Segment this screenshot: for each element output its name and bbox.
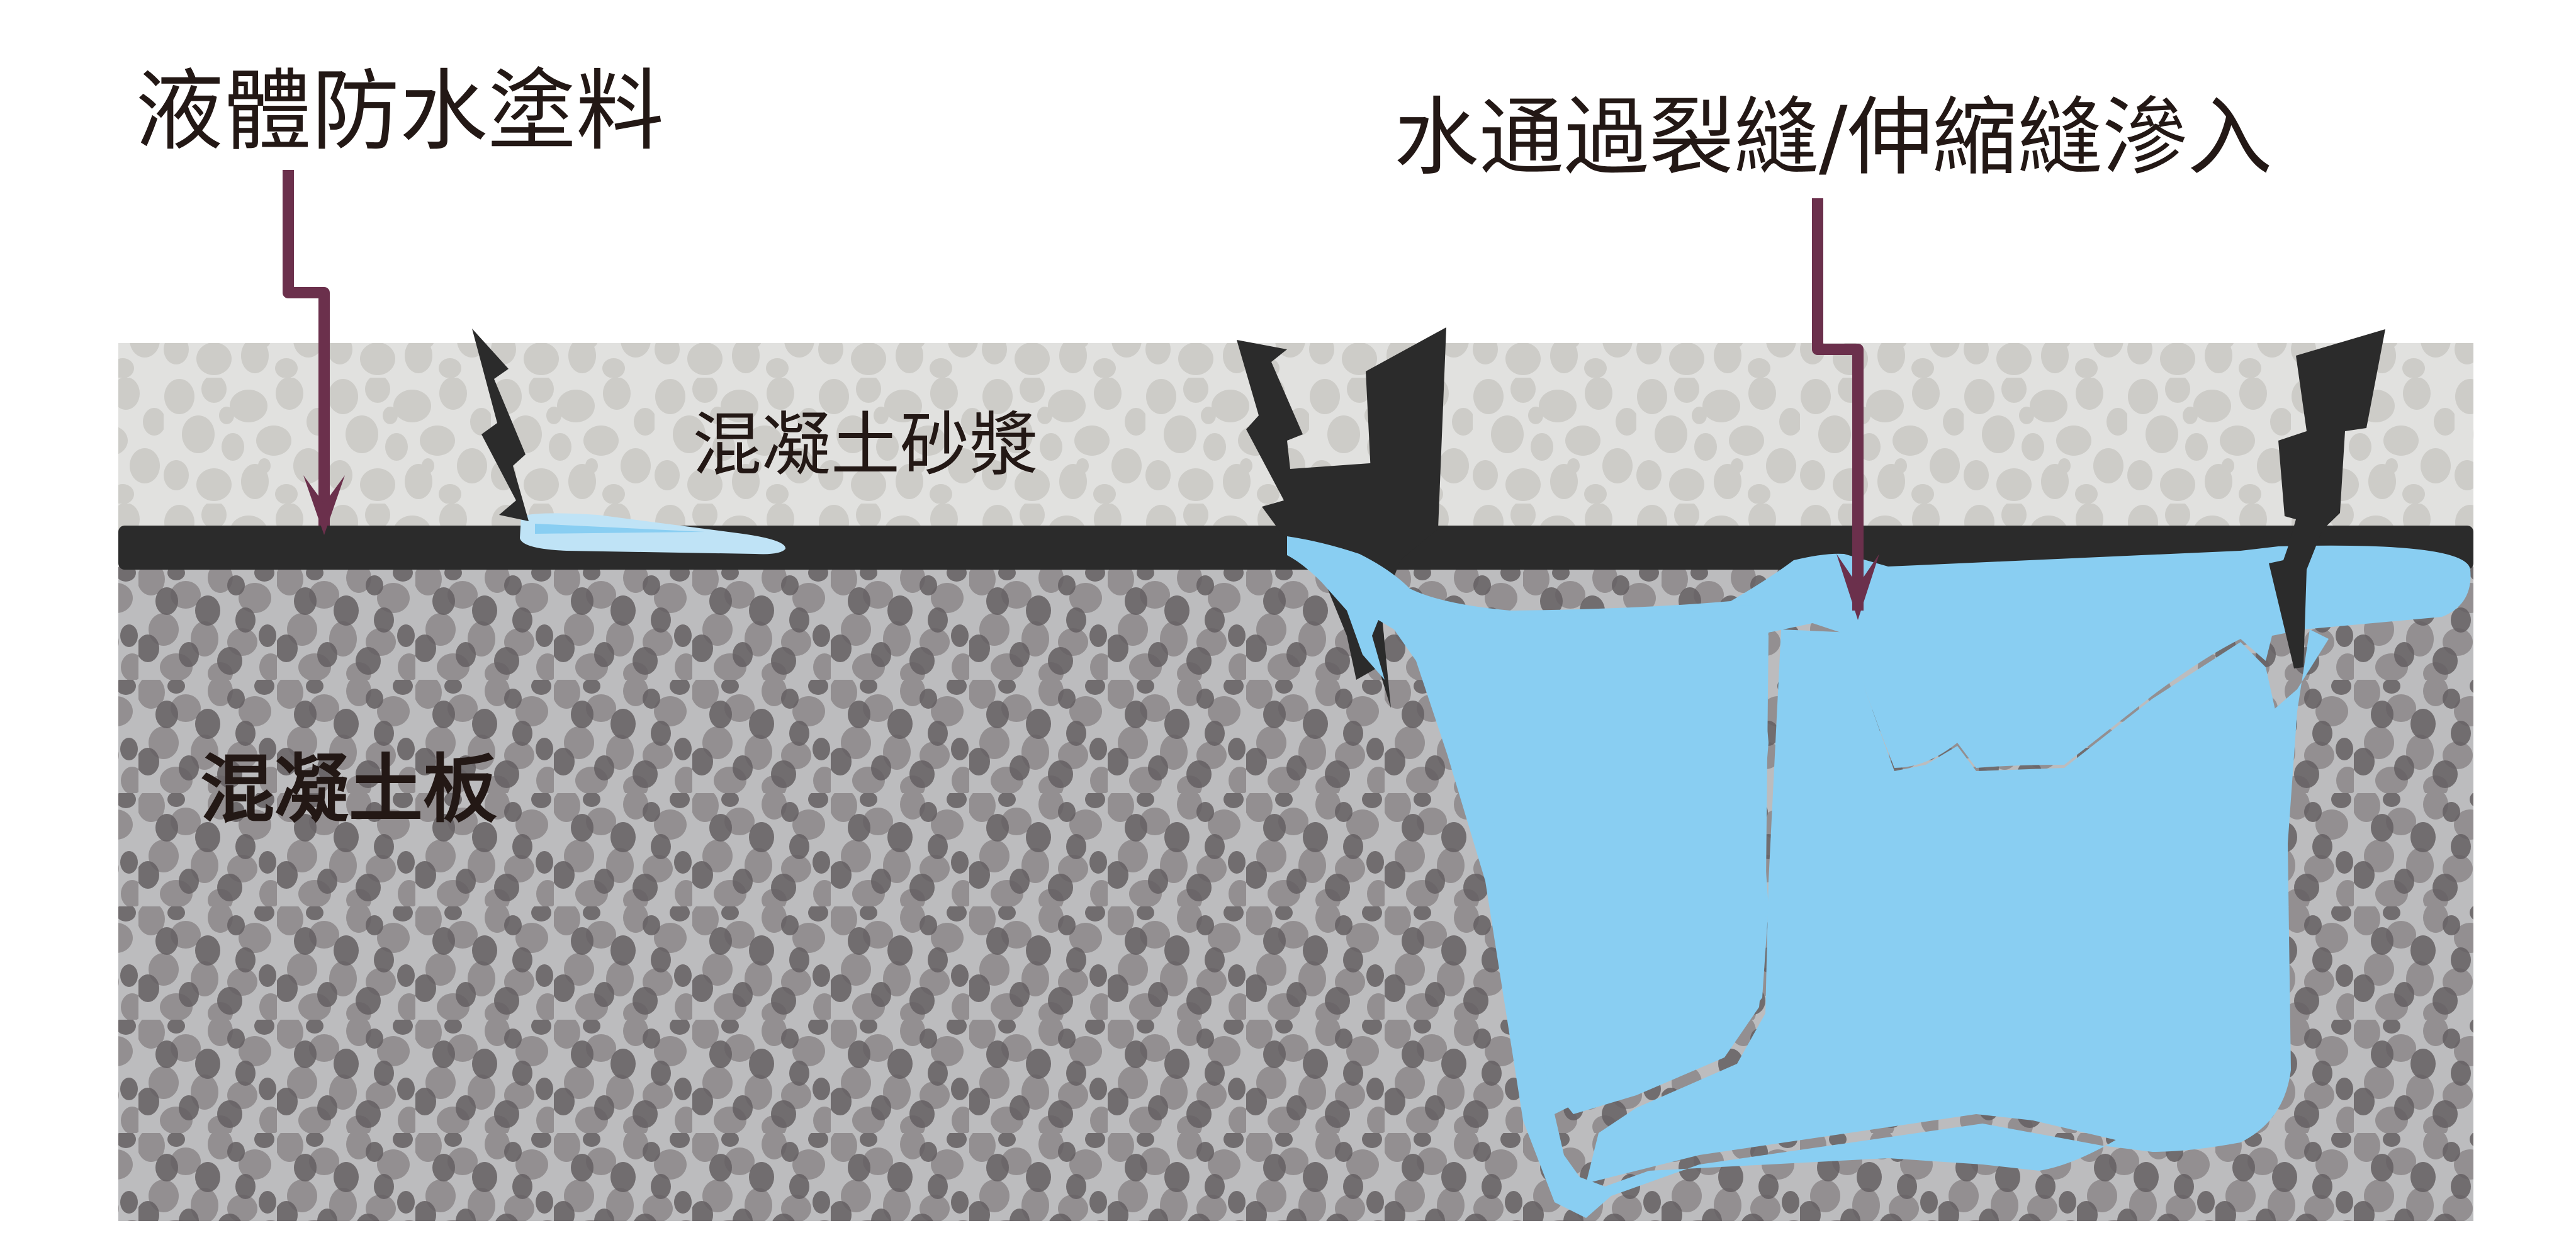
mortar-label: 混凝土砂漿	[692, 405, 1038, 485]
leak-arrow	[1812, 198, 1879, 620]
left-water-seep	[520, 513, 786, 555]
water-infiltration	[1287, 536, 2471, 1218]
leak-label: 水通過裂縫/伸縮縫滲入	[1394, 88, 2272, 187]
coating-arrow	[283, 170, 345, 535]
crack-right	[2269, 329, 2385, 668]
coating-label: 液體防水塗料	[135, 60, 664, 163]
crack-left	[472, 329, 529, 521]
crack-middle	[1237, 327, 1446, 708]
slab-label: 混凝土板	[200, 746, 497, 833]
